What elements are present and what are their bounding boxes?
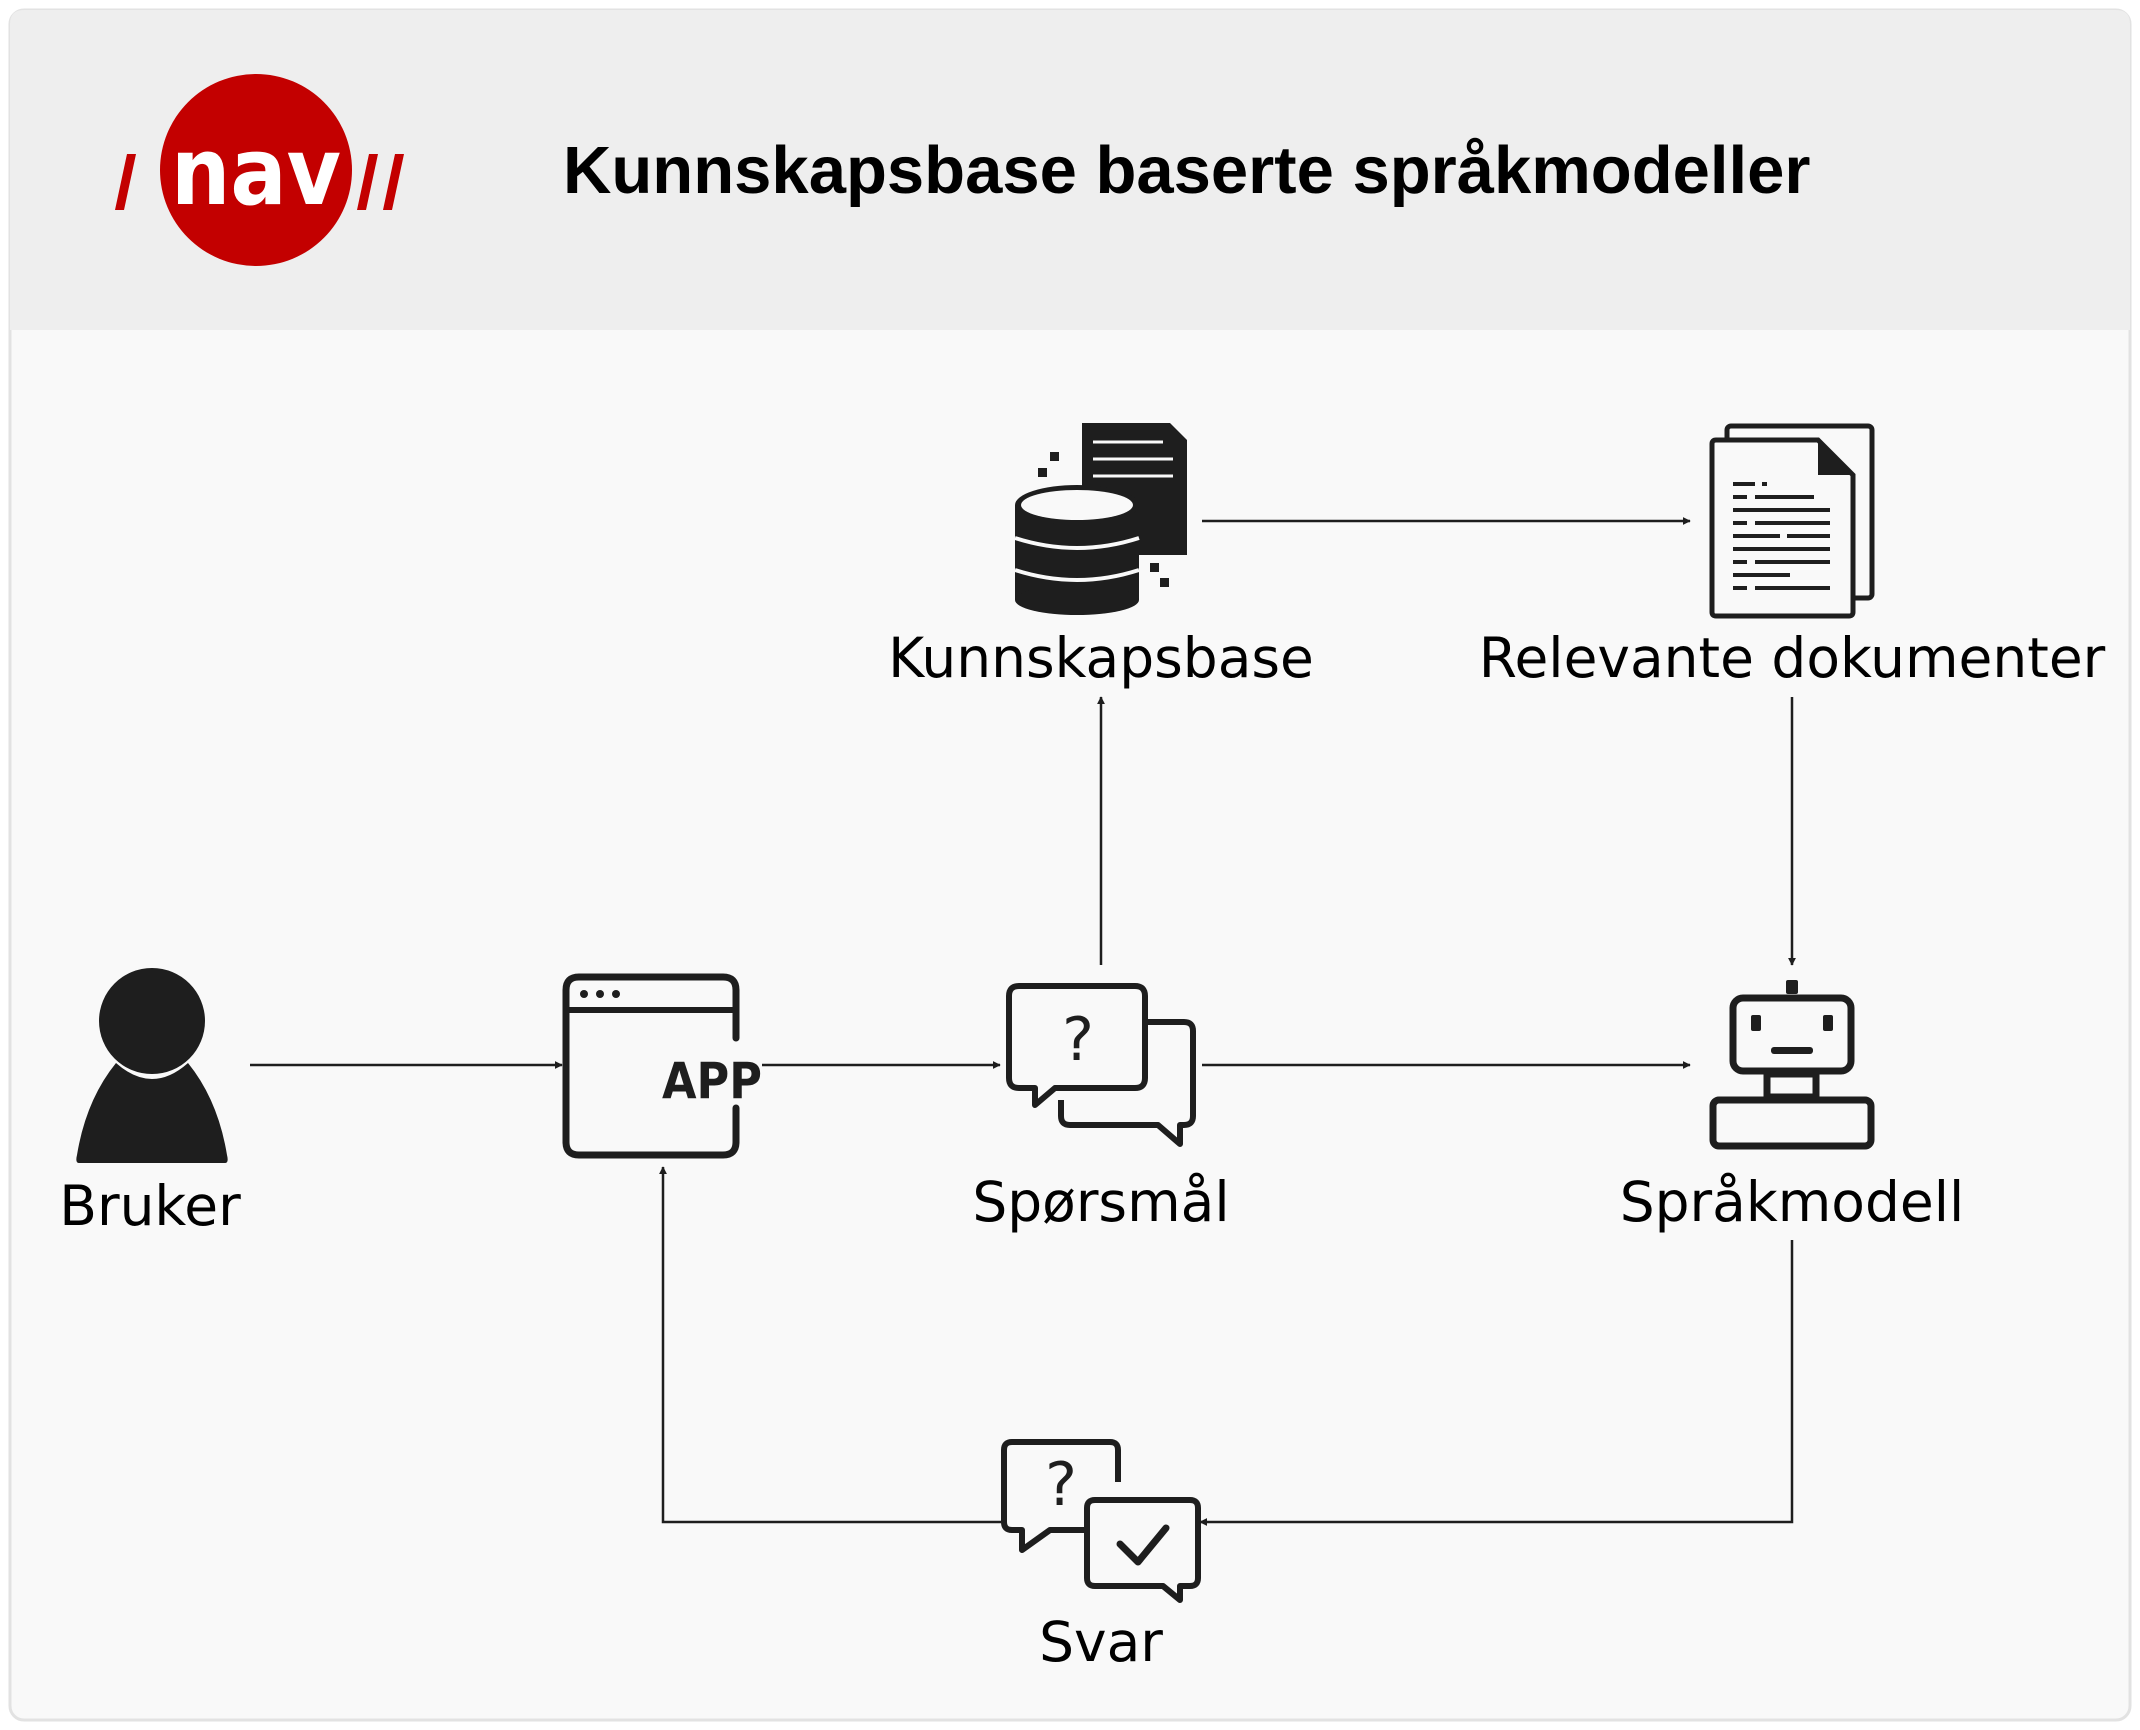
robot-neck	[1763, 1070, 1820, 1101]
app-window-dot	[596, 990, 604, 998]
header-band	[10, 10, 2130, 330]
user-icon-head	[99, 968, 205, 1074]
app-window-dot	[580, 990, 588, 998]
page-title: Kunnskapsbase baserte språkmodeller	[563, 133, 1810, 208]
robot-icon	[1709, 980, 1875, 1150]
answer-bubbles-icon	[1001, 1439, 1201, 1603]
logo-slash	[383, 154, 404, 210]
robot-antenna	[1786, 980, 1798, 994]
node-label-svar: Svar	[1039, 1610, 1163, 1674]
robot-eye	[1823, 1015, 1833, 1031]
connectors	[250, 517, 1796, 1526]
database-pixel	[1160, 578, 1169, 587]
database-icon	[1014, 423, 1187, 615]
arrow-sprakmodell-to-svar	[1199, 1240, 1794, 1526]
database-cylinder-bottom	[1015, 585, 1139, 615]
node-label-sprakmodell: Språkmodell	[1620, 1170, 1965, 1234]
database-pixel	[1150, 563, 1159, 572]
database-ring	[1014, 568, 1140, 582]
database-pixel	[1038, 468, 1047, 477]
question-front-bubble	[1006, 983, 1148, 1108]
app-window-frame	[562, 973, 740, 1159]
node-label-bruker: Bruker	[59, 1174, 241, 1238]
nav-logo: nav	[115, 74, 404, 266]
documents-icon	[1709, 423, 1875, 619]
database-cylinder-top-face	[1021, 490, 1133, 520]
node-label-relevante-dokumenter: Relevante dokumenter	[1479, 626, 2106, 690]
arrow-svar-to-app	[659, 1166, 1001, 1524]
question-mark-icon: ?	[1062, 1005, 1094, 1075]
question-back-bubble	[1058, 1019, 1196, 1147]
app-window-dot	[612, 990, 620, 998]
user-icon-body	[75, 1063, 228, 1163]
app-badge-label: APP	[662, 1052, 762, 1110]
node-label-sporsmal: Spørsmål	[972, 1170, 1229, 1234]
answer-question-mark-icon: ?	[1045, 1450, 1077, 1520]
app-window-icon: APP	[562, 973, 762, 1159]
database-ring	[1014, 536, 1140, 550]
logo-wordmark: nav	[171, 118, 341, 227]
robot-body	[1709, 1096, 1875, 1150]
answer-question-bubble	[1001, 1439, 1121, 1553]
document-folded-corner	[1818, 440, 1853, 475]
checkmark-icon	[1116, 1524, 1170, 1566]
question-bubbles-icon	[1006, 983, 1196, 1147]
user-icon	[75, 968, 228, 1163]
document-text-lines	[1733, 482, 1830, 590]
answer-check-bubble	[1084, 1497, 1201, 1603]
logo-circle	[160, 74, 352, 266]
robot-head	[1729, 994, 1855, 1075]
robot-eye	[1751, 1015, 1761, 1031]
logo-slash	[115, 154, 136, 210]
robot-mouth	[1771, 1047, 1813, 1054]
database-pixel	[1050, 452, 1059, 461]
node-label-kunnskapsbase: Kunnskapsbase	[888, 626, 1314, 690]
logo-slash	[357, 154, 378, 210]
